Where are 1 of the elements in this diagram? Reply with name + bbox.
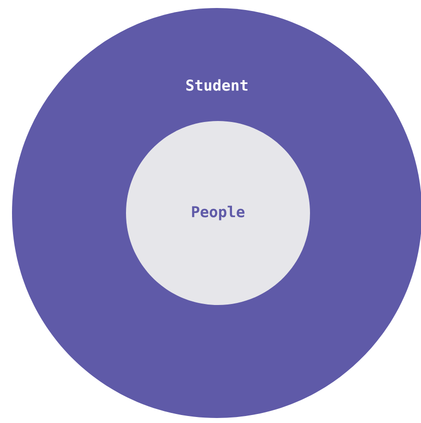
circle-region: People [126, 121, 310, 305]
